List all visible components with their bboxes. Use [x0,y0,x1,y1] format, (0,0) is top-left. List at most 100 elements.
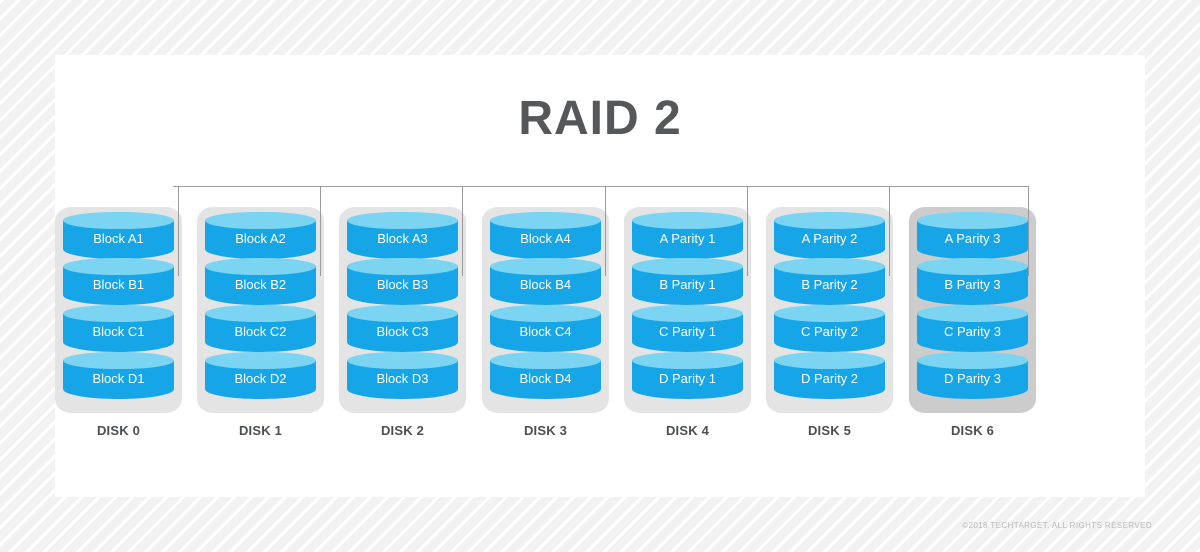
platter-segment[interactable]: Block A3 [347,212,458,259]
disk-0[interactable]: Block A1 Block B1 Block C1 Block D1 DISK 0 [55,207,182,438]
platter-label: Block C2 [234,324,287,339]
platter-label: A Parity 3 [944,231,1001,246]
platter-label: Block A2 [235,231,286,246]
disk-shell: Block A2 Block B2 Block C2 Block D2 [197,207,324,413]
disk-4[interactable]: A Parity 1 B Parity 1 C Parity 1 D Parity 1… [624,207,751,438]
platter-segment[interactable]: A Parity 2 [774,212,885,259]
platter-label: D Parity 3 [943,371,1002,386]
platter-segment[interactable]: D Parity 3 [917,352,1028,399]
platter-stack: Block A4 Block B4 Block C4 Block D4 [490,212,601,408]
platter-stack: A Parity 3 B Parity 3 C Parity 3 D Parity 3 [917,212,1028,408]
platter-top-ellipse [490,212,601,229]
platter-label: Block C1 [92,324,145,339]
connector-drop-5 [889,186,890,276]
disk-shell: A Parity 3 B Parity 3 C Parity 3 D Parity 3 [909,207,1036,413]
platter-segment[interactable]: D Parity 1 [632,352,743,399]
platter-segment[interactable]: B Parity 3 [917,258,1028,305]
platter-top-ellipse [774,352,885,369]
platter-top-ellipse [63,352,174,369]
platter-segment[interactable]: Block C4 [490,305,601,352]
platter-label: Block D2 [234,371,287,386]
platter-label: B Parity 3 [944,277,1001,292]
platter-top-ellipse [774,305,885,322]
platter-segment[interactable]: Block A2 [205,212,316,259]
disk-label-6: DISK 6 [950,423,995,438]
disk-6[interactable]: A Parity 3 B Parity 3 C Parity 3 D Parity 3… [909,207,1036,438]
disk-1[interactable]: Block A2 Block B2 Block C2 Block D2 DISK 1 [197,207,324,438]
platter-top-ellipse [347,305,458,322]
disk-shell: Block A3 Block B3 Block C3 Block D3 [339,207,466,413]
disk-label-3: DISK 3 [523,423,568,438]
platter-segment[interactable]: Block B3 [347,258,458,305]
platter-label: D Parity 1 [658,371,717,386]
disk-shell: Block A4 Block B4 Block C4 Block D4 [482,207,609,413]
platter-segment[interactable]: A Parity 3 [917,212,1028,259]
platter-label: Block B2 [234,277,287,292]
platter-label: Block D4 [519,371,572,386]
platter-top-ellipse [347,352,458,369]
platter-segment[interactable]: Block C3 [347,305,458,352]
platter-segment[interactable]: Block B4 [490,258,601,305]
platter-segment[interactable]: Block C2 [205,305,316,352]
platter-top-ellipse [63,305,174,322]
platter-segment[interactable]: Block B1 [63,258,174,305]
platter-segment[interactable]: Block C1 [63,305,174,352]
platter-segment[interactable]: B Parity 1 [632,258,743,305]
platter-top-ellipse [917,352,1028,369]
connector-drop-6 [1028,186,1029,276]
connector-drop-0 [178,186,179,276]
connector-drop-1 [320,186,321,276]
platter-top-ellipse [632,305,743,322]
platter-top-ellipse [490,305,601,322]
platter-segment[interactable]: Block A1 [63,212,174,259]
platter-segment[interactable]: A Parity 1 [632,212,743,259]
platter-label: B Parity 1 [659,277,716,292]
platter-top-ellipse [347,212,458,229]
platter-segment[interactable]: Block D1 [63,352,174,399]
platter-top-ellipse [205,352,316,369]
platter-segment[interactable]: B Parity 2 [774,258,885,305]
platter-label: Block B4 [519,277,572,292]
platter-top-ellipse [917,212,1028,229]
platter-segment[interactable]: C Parity 3 [917,305,1028,352]
platter-label: Block D3 [376,371,429,386]
platter-label: Block A1 [93,231,144,246]
platter-segment[interactable]: Block D3 [347,352,458,399]
platter-segment[interactable]: C Parity 1 [632,305,743,352]
disk-3[interactable]: Block A4 Block B4 Block C4 Block D4 DISK 3 [482,207,609,438]
platter-segment[interactable]: D Parity 2 [774,352,885,399]
platter-stack: Block A2 Block B2 Block C2 Block D2 [205,212,316,408]
platter-label: Block B1 [92,277,145,292]
platter-top-ellipse [205,305,316,322]
platter-label: Block A4 [520,231,571,246]
platter-label: Block D1 [92,371,145,386]
platter-stack: Block A3 Block B3 Block C3 Block D3 [347,212,458,408]
platter-top-ellipse [63,212,174,229]
platter-segment[interactable]: Block D2 [205,352,316,399]
platter-top-ellipse [774,212,885,229]
disk-label-1: DISK 1 [238,423,283,438]
disk-label-0: DISK 0 [96,423,141,438]
connector-drop-2 [462,186,463,276]
platter-segment[interactable]: Block D4 [490,352,601,399]
platter-segment[interactable]: C Parity 2 [774,305,885,352]
connector-drop-3 [605,186,606,276]
platter-top-ellipse [205,258,316,275]
platter-label: Block B3 [376,277,429,292]
platter-segment[interactable]: Block A4 [490,212,601,259]
platter-segment[interactable]: Block B2 [205,258,316,305]
platter-label: D Parity 2 [800,371,859,386]
page-title: RAID 2 [518,92,682,145]
platter-top-ellipse [632,258,743,275]
platter-top-ellipse [774,258,885,275]
connector-drop-4 [747,186,748,276]
platter-top-ellipse [205,212,316,229]
disk-label-5: DISK 5 [807,423,852,438]
